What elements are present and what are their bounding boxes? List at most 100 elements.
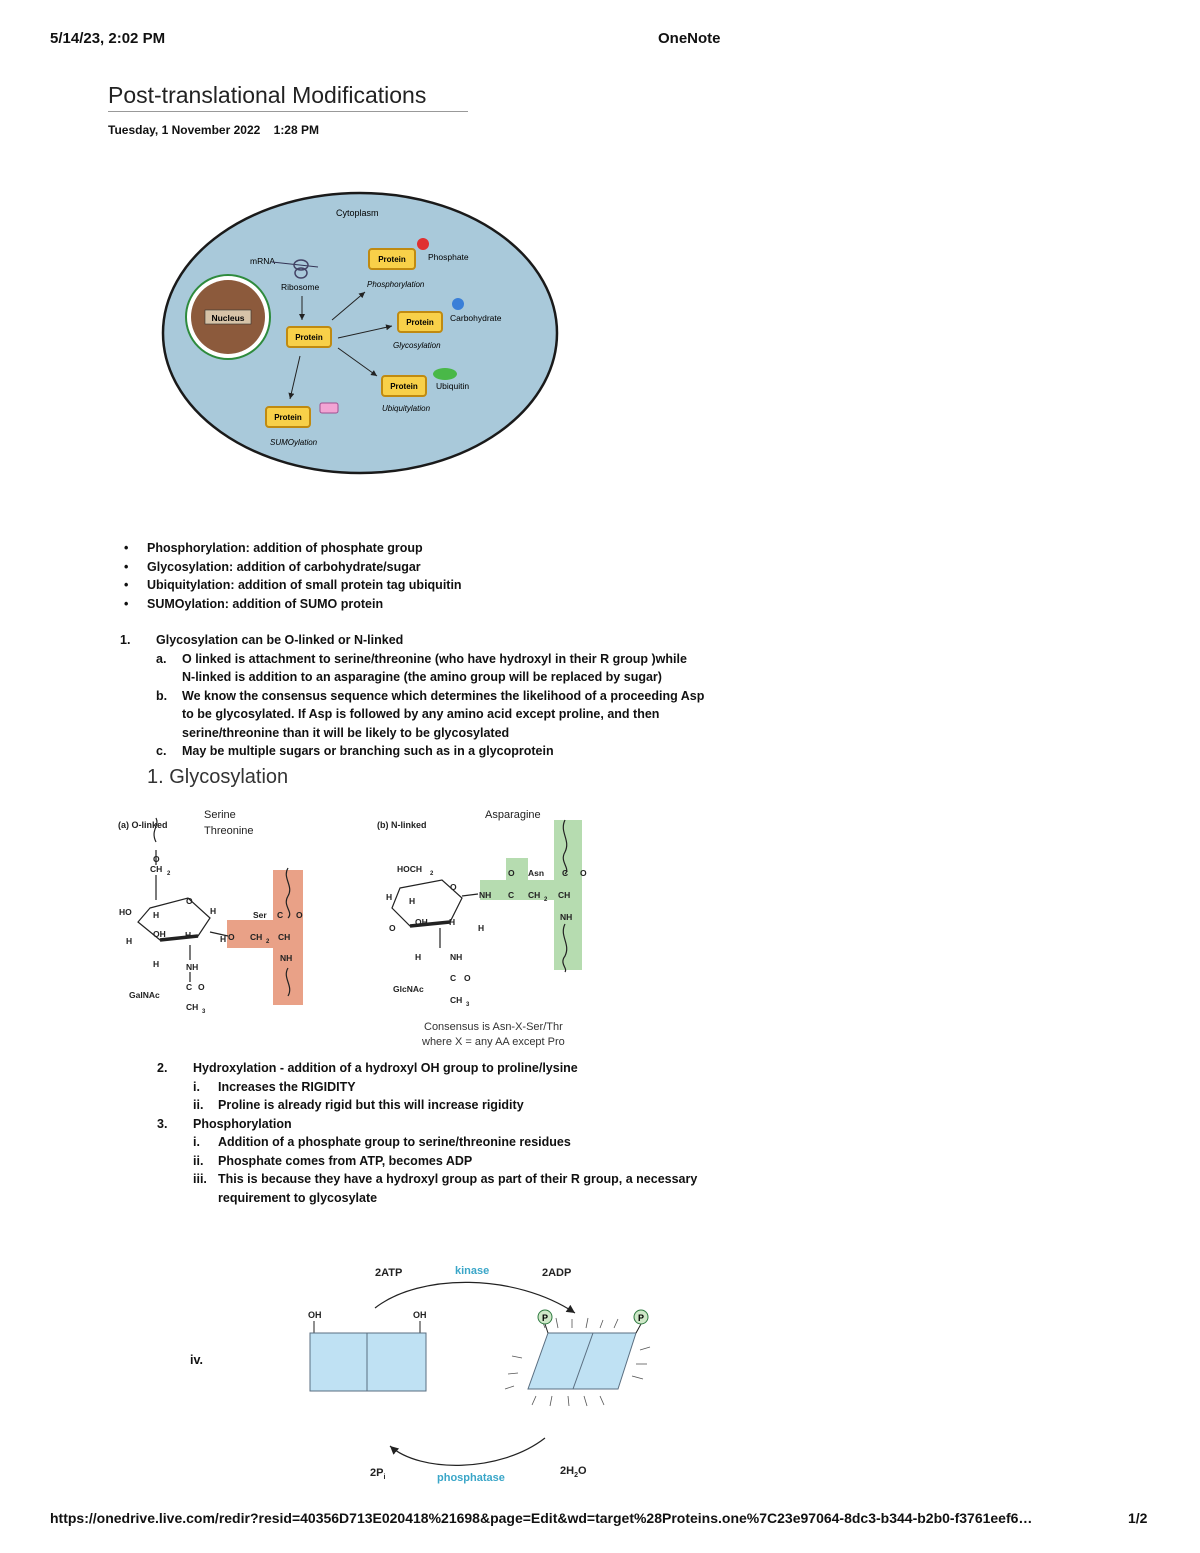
svg-text:OH: OH — [415, 917, 428, 927]
footer-url[interactable]: https://onedrive.live.com/redir?resid=40… — [50, 1510, 1033, 1526]
sub-item: ii.Proline is already rigid but this wil… — [193, 1096, 757, 1115]
svg-text:O: O — [198, 982, 205, 992]
sub-item-a: a. O linked is attachment to serine/thre… — [156, 650, 740, 687]
list-text: Glycosylation can be O-linked or N-linke… — [156, 633, 404, 647]
list-num: 3. — [157, 1116, 168, 1131]
sub-item: i.Increases the RIGIDITY — [193, 1078, 757, 1097]
phosphate-circle-left — [537, 1309, 553, 1325]
svg-text:C: C — [562, 868, 568, 878]
ribosome-label: Ribosome — [281, 282, 320, 292]
pi-subscript: i — [383, 1474, 385, 1481]
section-heading: 1. Glycosylation — [147, 766, 289, 788]
svg-text:OH: OH — [153, 929, 166, 939]
protein-glyco — [397, 311, 443, 333]
asparagine-label: Asparagine — [485, 809, 541, 821]
sumo-tag — [319, 402, 339, 414]
svg-text:O: O — [389, 923, 396, 933]
threonine-label: Threonine — [204, 825, 254, 837]
sub-item-b: b. We know the consensus sequence which … — [156, 687, 740, 743]
sub-item: requirement to glycosylate — [193, 1189, 757, 1208]
time-text: 1:28 PM — [273, 123, 319, 137]
protein-phospho-label: Protein — [378, 255, 406, 264]
sub-num: i. — [193, 1079, 200, 1094]
phosphate-label: Phosphate — [428, 252, 469, 262]
sub-line: N-linked is addition to an asparagine (t… — [182, 670, 662, 684]
print-datetime: 5/14/23, 2:02 PM — [50, 30, 166, 47]
list-text: Phosphorylation — [193, 1116, 292, 1131]
svg-text:H: H — [126, 936, 132, 946]
oh-left: OH — [308, 1310, 322, 1320]
h2o-label-prefix: 2H — [560, 1465, 574, 1477]
unphosphorylated-protein — [309, 1332, 427, 1392]
o-glyco-bond — [209, 931, 229, 937]
sub-text: Phosphate comes from ATP, becomes ADP — [218, 1153, 473, 1168]
svg-text:CH: CH — [250, 932, 262, 942]
kinase-arrow — [374, 1281, 576, 1314]
protein-sumo-label: Protein — [274, 413, 302, 422]
sub-text: requirement to glycosylate — [218, 1190, 378, 1205]
sub-item: iii.This is because they have a hydroxyl… — [193, 1170, 757, 1189]
svg-text:H: H — [449, 917, 455, 927]
phospho-protein-divider — [572, 1332, 594, 1390]
nucleus-box — [204, 309, 252, 325]
svg-text:CH: CH — [186, 1002, 198, 1012]
n-linked-label: (b) N-linked — [377, 820, 427, 830]
ser-highlight-h — [227, 920, 275, 948]
asn-label: Asn — [528, 868, 544, 878]
title-underline — [108, 111, 468, 112]
svg-text:NH: NH — [280, 953, 292, 963]
svg-text:O: O — [186, 896, 193, 906]
phosphate-ball — [417, 238, 429, 250]
phosphate-p-left: P — [542, 1313, 548, 1323]
mrna-label: mRNA — [250, 256, 275, 266]
protein-ubiq — [381, 375, 427, 397]
list-item-1: 1. Glycosylation can be O-linked or N-li… — [120, 631, 740, 650]
sub-item: i.Addition of a phosphate group to serin… — [193, 1133, 757, 1152]
ser-wavy-bottom — [285, 967, 291, 997]
list-item-2: 2. Hydroxylation - addition of a hydroxy… — [157, 1059, 757, 1078]
svg-text:H: H — [415, 952, 421, 962]
svg-text:NH: NH — [186, 962, 198, 972]
nucleus-label: Nucleus — [211, 313, 244, 323]
svg-text:O: O — [296, 910, 303, 920]
list-text: Hydroxylation - addition of a hydroxyl O… — [193, 1061, 578, 1075]
svg-text:C: C — [277, 910, 283, 920]
asn-highlight-link — [480, 880, 558, 900]
svg-text:2: 2 — [544, 897, 548, 903]
svg-text:H: H — [386, 892, 392, 902]
galnac-label: GalNAc — [129, 990, 160, 1000]
svg-text:C: C — [186, 982, 192, 992]
phosphate-circle-right — [633, 1309, 649, 1325]
phosphorylated-protein — [527, 1332, 637, 1390]
h2o-subscript: 2 — [574, 1472, 578, 1479]
item-iv-num: iv. — [190, 1353, 203, 1367]
sub-num: b. — [156, 688, 168, 703]
hydroxylation-phosphorylation-notes: 2. Hydroxylation - addition of a hydroxy… — [157, 1059, 757, 1207]
kinase-label: kinase — [455, 1265, 489, 1277]
bullet-ubiquitylation: Ubiquitylation: addition of small protei… — [122, 576, 642, 595]
svg-text:H: H — [153, 910, 159, 920]
svg-text:HO: HO — [119, 907, 132, 917]
protein-glyco-label: Protein — [406, 318, 434, 327]
svg-text:HOCH: HOCH — [397, 864, 422, 874]
glycosylation-label: Glycosylation — [393, 341, 441, 350]
ptm-cell-diagram: Cytoplasm Nucleus mRNA Ribosome Protein … — [161, 191, 559, 475]
glycosylation-notes: 1. Glycosylation can be O-linked or N-li… — [120, 631, 740, 761]
svg-text:C: C — [450, 973, 456, 983]
svg-text:CH: CH — [528, 890, 540, 900]
h2o-label-suffix: O — [578, 1465, 587, 1477]
ser-wavy-top — [285, 867, 291, 919]
svg-text:2H2O: 2H2O — [560, 1465, 587, 1479]
svg-text:H: H — [220, 934, 226, 944]
ser-label: Ser — [253, 910, 267, 920]
phosphatase-label: phosphatase — [437, 1472, 505, 1484]
sub-text: This is because they have a hydroxyl gro… — [218, 1172, 698, 1186]
consensus-line1: Consensus is Asn-X-Ser/Thr — [424, 1021, 563, 1033]
ribosome-large — [294, 267, 308, 279]
arrow-sumo — [288, 355, 301, 400]
sub-line: serine/threonine than it will be likely … — [182, 725, 510, 740]
svg-text:CH: CH — [558, 890, 570, 900]
svg-text:NH: NH — [560, 912, 572, 922]
svg-text:2Pi: 2Pi — [370, 1467, 385, 1481]
svg-text:2: 2 — [266, 939, 270, 945]
